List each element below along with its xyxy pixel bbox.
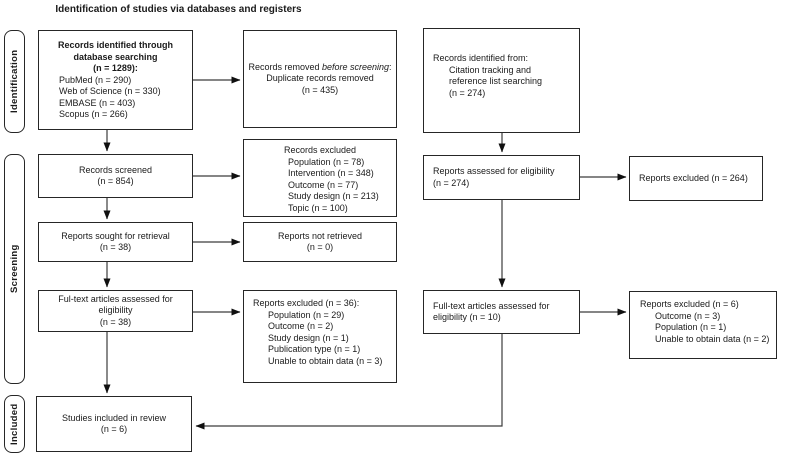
text-line: (n = 435) — [301, 84, 339, 95]
box-heading-line: Reports excluded (n = 36): — [253, 298, 360, 308]
diagram-title-box: Identification of studies via databases … — [0, 0, 357, 20]
reports-excluded-36-box: Reports excluded (n = 36): Population (n… — [243, 290, 397, 383]
text-line: Reports not retrieved — [277, 230, 363, 241]
exclusion-reason-line: Topic (n = 100) — [288, 202, 348, 213]
text-line: Records screened — [78, 164, 153, 175]
database-count-line: EMBASE (n = 403) — [59, 97, 136, 108]
database-count-line: Scopus (n = 266) — [59, 109, 128, 119]
phase-label-screening: Screening — [4, 154, 25, 384]
box-heading-line: Records excluded — [283, 145, 357, 155]
exclusion-reason-line: Population (n = 29) — [268, 309, 345, 320]
text-line: Studies included in review — [61, 412, 167, 423]
exclusion-reason-line: Study design (n = 1) — [268, 332, 349, 343]
text-line: Duplicate records removed — [266, 73, 374, 84]
studies-included-box: Studies included in review (n = 6) — [36, 396, 192, 452]
text-line: (n = 274) — [433, 177, 470, 188]
exclusion-reason-line: Study design (n = 213) — [288, 191, 379, 201]
exclusion-reason-line: Population (n = 1) — [655, 322, 727, 332]
text-line: (n = 0) — [306, 242, 334, 252]
text-line: Full-text articles assessed for — [433, 300, 550, 311]
fulltext-assessed-38-box: Ful-text articles assessed for eligibili… — [38, 290, 193, 332]
text-line: Reports excluded (n = 264) — [639, 172, 748, 183]
records-identified-databases-box: Records identified through database sear… — [38, 30, 193, 130]
text-line: (n = 274) — [449, 87, 486, 98]
diagram-title: Identification of studies via databases … — [55, 4, 302, 16]
text-line: (n = 38) — [99, 316, 132, 327]
exclusion-reason-line: Publication type (n = 1) — [268, 344, 361, 354]
box-heading-line: database searching — [73, 51, 158, 62]
exclusion-reason-line: Outcome (n = 77) — [288, 179, 359, 190]
reports-sought-retrieval-box: Reports sought for retrieval (n = 38) — [38, 222, 193, 262]
exclusion-reason-line: Outcome (n = 3) — [655, 310, 721, 321]
exclusion-reason-line: Outcome (n = 2) — [268, 321, 334, 331]
reports-not-retrieved-box: Reports not retrieved (n = 0) — [243, 222, 397, 262]
phase-label-identification: Identification — [4, 30, 25, 133]
reports-excluded-6-box: Reports excluded (n = 6) Outcome (n = 3)… — [629, 291, 777, 359]
text-line: reference list searching — [449, 76, 543, 86]
text-line: Reports sought for retrieval — [61, 230, 170, 241]
database-count-line: Web of Science (n = 330) — [59, 86, 161, 96]
text-line: Reports assessed for eligibility — [433, 166, 555, 176]
box-heading-line: Reports excluded (n = 6) — [640, 299, 739, 309]
records-excluded-box: Records excluded Population (n = 78) Int… — [243, 139, 397, 217]
database-count-line: PubMed (n = 290) — [59, 74, 132, 85]
reports-assessed-eligibility-box: Reports assessed for eligibility (n = 27… — [423, 155, 580, 200]
text-line: eligibility — [98, 305, 133, 316]
text-line: Records identified from: — [433, 53, 529, 63]
text-line: (n = 6) — [100, 424, 128, 434]
fulltext-assessed-10-box: Full-text articles assessed for eligibil… — [423, 290, 580, 334]
records-identified-citation-box: Records identified from: Citation tracki… — [423, 28, 580, 133]
reports-excluded-264-box: Reports excluded (n = 264) — [629, 156, 763, 201]
exclusion-reason-line: Population (n = 78) — [288, 156, 365, 167]
box-heading-line: Records identified through — [57, 40, 173, 50]
records-screened-box: Records screened (n = 854) — [38, 154, 193, 198]
records-removed-box: Records removed before screening: Duplic… — [243, 30, 397, 128]
phase-label-included: Included — [4, 395, 25, 453]
box-heading-line: (n = 1289): — [93, 63, 138, 73]
exclusion-reason-line: Intervention (n = 348) — [288, 168, 374, 178]
text-line: (n = 38) — [99, 242, 132, 252]
exclusion-reason-line: Unable to obtain data (n = 2) — [655, 333, 770, 344]
text-line: Ful-text articles assessed for — [58, 293, 173, 304]
text-line: Citation tracking and — [449, 64, 532, 75]
text-line: Records removed before screening: — [248, 61, 392, 72]
text-line: eligibility (n = 10) — [433, 312, 501, 322]
text-line: (n = 854) — [97, 176, 134, 186]
exclusion-reason-line: Unable to obtain data (n = 3) — [268, 355, 383, 366]
